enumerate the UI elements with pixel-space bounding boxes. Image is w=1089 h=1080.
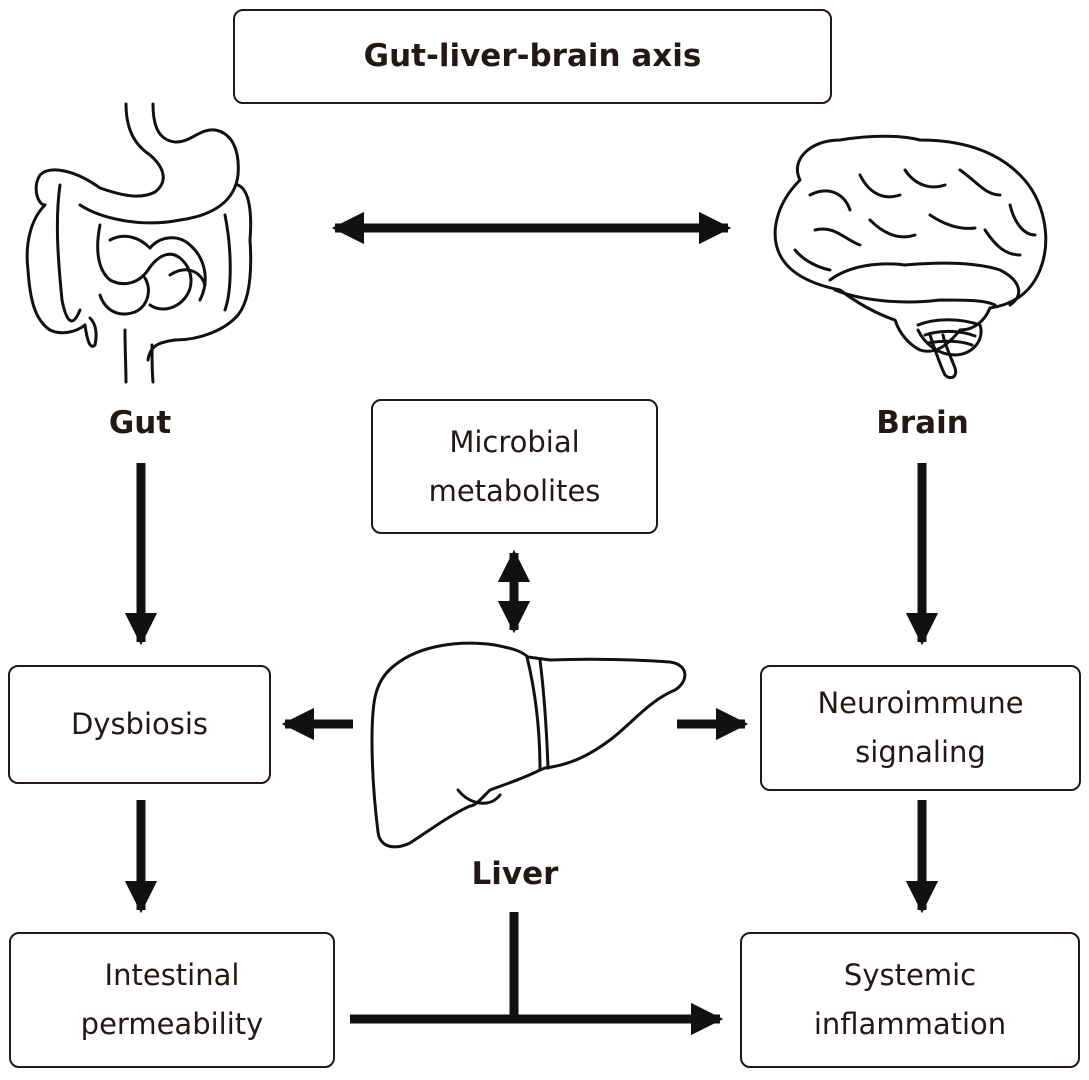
- node-text: Intestinal: [104, 958, 240, 993]
- label-gut: Gut: [108, 405, 172, 441]
- diagram-title: Gut-liver-brain axis: [363, 38, 702, 75]
- node-text: metabolites: [428, 473, 601, 508]
- connectors: [124, 211, 939, 1036]
- node-text: Microbial: [449, 424, 580, 459]
- node-text: Systemic: [843, 958, 977, 993]
- label-brain: Brain: [876, 405, 969, 441]
- node-dysbiosis: Dysbiosis: [8, 665, 271, 784]
- node-text: Dysbiosis: [70, 707, 209, 742]
- node-microbial-metabolites: Microbial metabolites: [371, 399, 658, 534]
- brain-icon: [773, 134, 1048, 380]
- label-liver: Liver: [471, 856, 559, 892]
- node-text: Neuroimmune: [817, 686, 1024, 721]
- node-intestinal-permeability: Intestinal permeability: [9, 932, 335, 1068]
- node-systemic-inflammation: Systemic inflammation: [740, 932, 1080, 1068]
- node-text: permeability: [80, 1007, 264, 1041]
- gut-icon: [25, 102, 253, 384]
- node-text: signaling: [855, 735, 986, 769]
- node-neuroimmune-signaling: Neuroimmune signaling: [760, 665, 1081, 791]
- node-text: inflammation: [813, 1007, 1007, 1041]
- liver-icon: [370, 641, 687, 849]
- title-box: Gut-liver-brain axis: [233, 9, 832, 104]
